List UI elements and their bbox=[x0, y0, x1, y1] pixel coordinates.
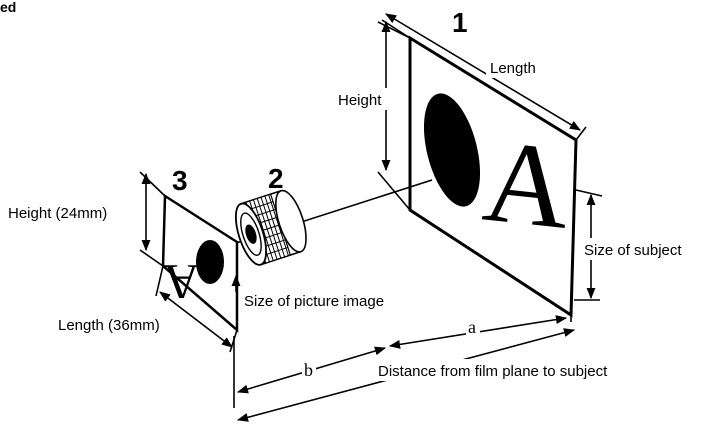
total-distance-label: Distance from film plane to subject bbox=[378, 363, 608, 380]
film-length-label: Length (36mm) bbox=[58, 317, 160, 334]
subject-size-label: Size of subject bbox=[584, 242, 682, 259]
lens-aperture bbox=[245, 224, 257, 244]
film-marker-number: 3 bbox=[172, 165, 188, 196]
film-height-label: Height (24mm) bbox=[8, 205, 107, 222]
cropped-heading-fragment: ed bbox=[0, 0, 16, 15]
subject-marker-number: 1 bbox=[452, 7, 468, 38]
subject-height-ext-top bbox=[377, 21, 411, 39]
film-height-ext-bottom bbox=[139, 249, 164, 267]
subject-length-arrow bbox=[385, 13, 581, 131]
film-height-ext-top bbox=[139, 171, 166, 197]
subject-length-ext-right bbox=[575, 126, 587, 141]
lens-marker-number: 2 bbox=[268, 163, 284, 194]
subject-length-label-bg bbox=[486, 56, 560, 78]
subject-height-ext-bottom bbox=[377, 171, 411, 211]
subject-ellipse bbox=[423, 93, 481, 207]
subject-size-label-bg bbox=[582, 238, 726, 260]
subject-letter: A bbox=[478, 115, 576, 254]
camera-lens bbox=[234, 189, 307, 266]
film-length-ext-left bbox=[155, 265, 164, 297]
film-panel: A bbox=[161, 193, 239, 333]
lens-back-end bbox=[275, 189, 307, 253]
film-ellipse bbox=[196, 240, 224, 284]
subject-height-label-bg bbox=[336, 88, 402, 110]
subject-height-label: Height bbox=[338, 92, 382, 109]
distance-a-label: a bbox=[468, 317, 476, 337]
total-distance-label-bg bbox=[376, 359, 712, 381]
subject-length-label: Length bbox=[490, 60, 536, 77]
film-length-arrow bbox=[159, 291, 233, 348]
subject-panel: A bbox=[408, 35, 578, 318]
subject-size-ext-top bbox=[575, 189, 603, 197]
distance-b-label: b bbox=[304, 360, 313, 380]
picture-size-label: Size of picture image bbox=[244, 293, 384, 310]
film-letter-inverted: A bbox=[163, 254, 199, 310]
